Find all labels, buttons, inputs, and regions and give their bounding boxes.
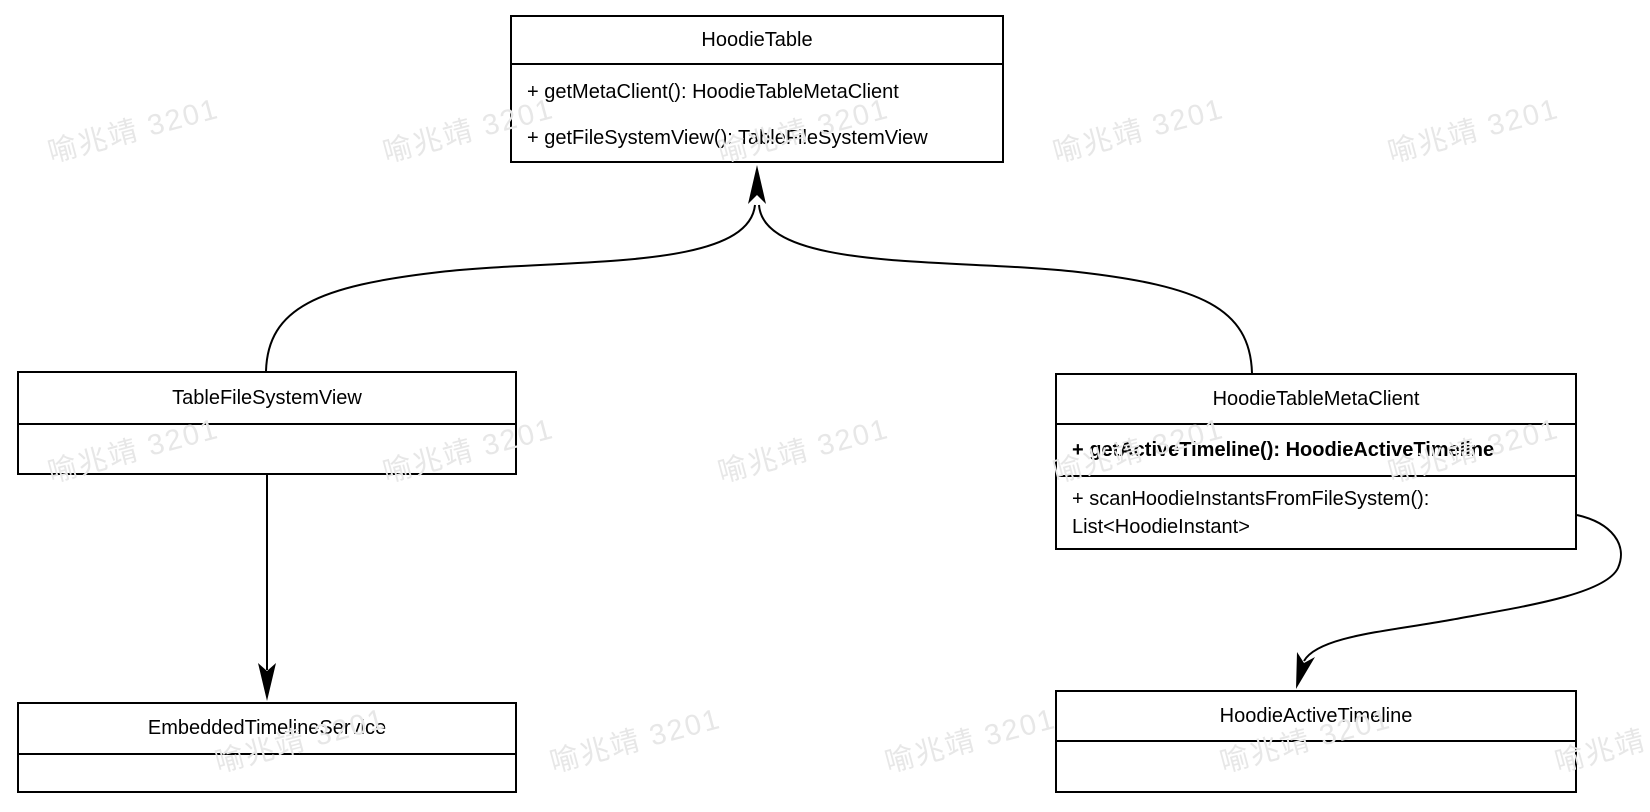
method-getactivetimeline: + getActiveTimeline(): HoodieActiveTimel… (1057, 423, 1575, 475)
method-getfilesystemview: + getFileSystemView(): TableFileSystemVi… (527, 127, 928, 149)
class-title-hoodietable: HoodieTable (701, 28, 813, 51)
class-title-tablefilesystemview: TableFileSystemView (172, 386, 362, 409)
class-box-tablefilesystemview: TableFileSystemView (17, 371, 517, 475)
class-box-hoodietablemetaclient: HoodieTableMetaClient + getActiveTimelin… (1055, 373, 1577, 550)
arrowhead-down-hoodieactivetimeline (1296, 652, 1315, 689)
class-empty-section (1057, 740, 1575, 791)
class-empty-section (19, 753, 515, 791)
edge-hoodietablemetaclient-to-hoodieactivetimeline (1303, 514, 1622, 662)
arrowhead-down-embeddedtimelineservice (258, 663, 276, 701)
class-title-hoodietablemetaclient: HoodieTableMetaClient (1212, 387, 1420, 410)
edge-hoodietablemetaclient-to-hoodietable (758, 204, 1253, 374)
class-title-embeddedtimelineservice: EmbeddedTimelineService (147, 717, 387, 739)
method-scanhoodieinstants: + scanHoodieInstantsFromFileSystem(): Li… (1057, 475, 1575, 548)
class-methods-hoodietable: + getMetaClient(): HoodieTableMetaClient… (512, 63, 1002, 161)
class-title-hoodieactivetimeline: HoodieActiveTimeline (1219, 704, 1413, 727)
arrowhead-up-hoodietable (748, 165, 766, 204)
class-box-hoodieactivetimeline: HoodieActiveTimeline (1055, 690, 1577, 793)
class-box-hoodietable: HoodieTable + getMetaClient(): HoodieTab… (510, 15, 1004, 163)
class-box-embeddedtimelineservice: EmbeddedTimelineService (17, 702, 517, 793)
class-empty-section (19, 423, 515, 473)
edge-tablefilesystemview-to-hoodietable (265, 204, 756, 372)
method-getmetaclient: + getMetaClient(): HoodieTableMetaClient (527, 81, 899, 103)
